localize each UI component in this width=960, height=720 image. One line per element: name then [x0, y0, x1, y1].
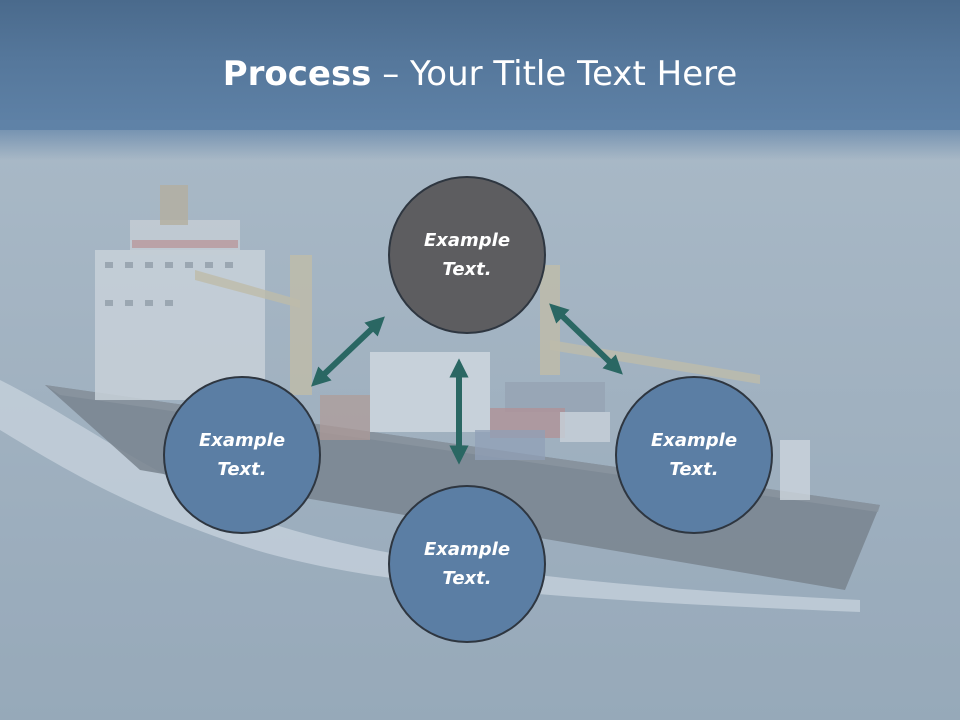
node-top: Example Text. — [388, 176, 546, 334]
node-left-label: Example Text. — [198, 430, 286, 480]
title-bold: Process — [222, 54, 372, 94]
node-bottom-label: Example Text. — [423, 539, 511, 589]
title-bar — [0, 0, 960, 130]
node-right: Example Text. — [615, 376, 773, 534]
arrow-top-right — [549, 303, 623, 375]
slide-title: Process – Your Title Text Here — [0, 52, 960, 96]
node-bottom: Example Text. — [388, 485, 546, 643]
node-right-label: Example Text. — [650, 430, 738, 480]
node-left: Example Text. — [163, 376, 321, 534]
title-bar-fade — [0, 120, 960, 160]
title-rest: – Your Title Text Here — [371, 54, 738, 94]
arrow-left-top — [311, 316, 385, 387]
node-top-label: Example Text. — [423, 230, 511, 280]
